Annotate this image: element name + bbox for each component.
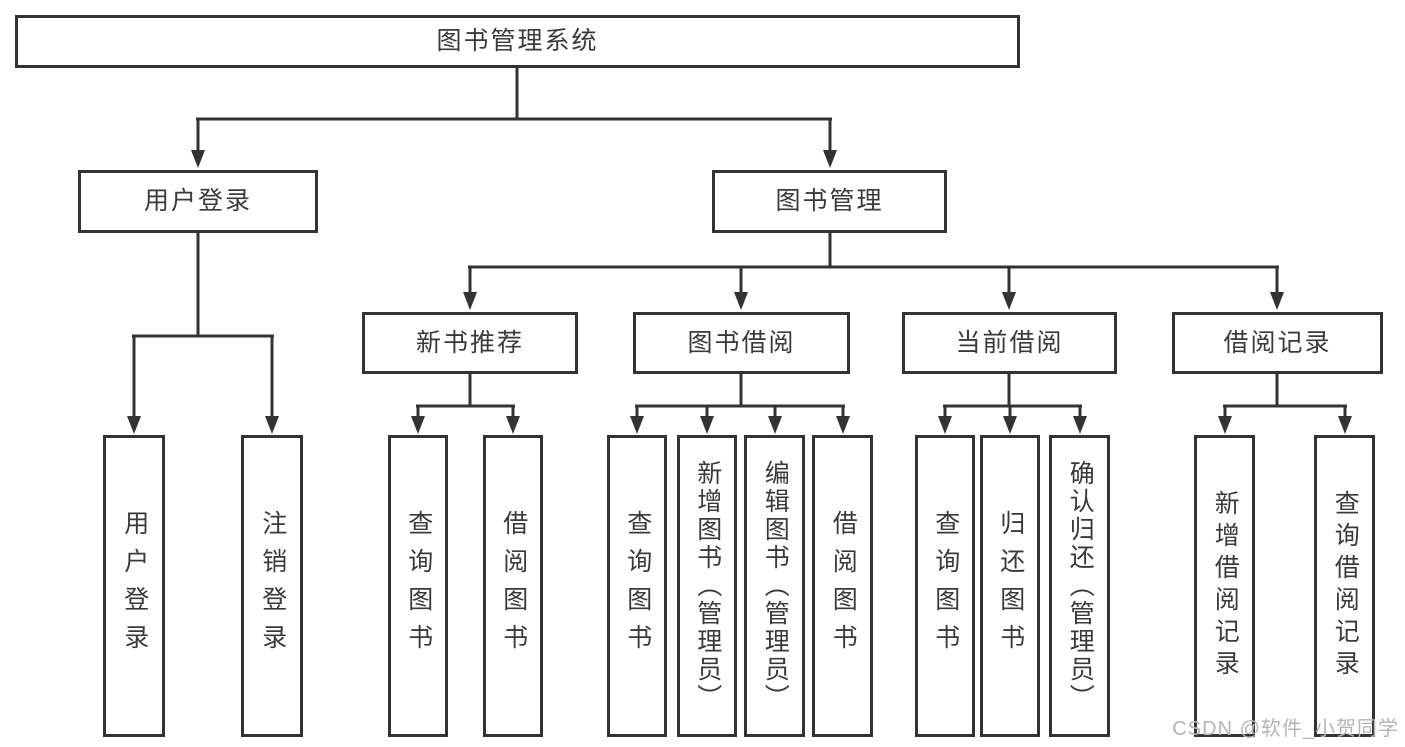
- leaf-borrow-books-recommend: 借阅图书: [483, 435, 543, 737]
- node-borrow-records: 借阅记录: [1172, 312, 1383, 374]
- leaf-add-book-admin: 新增图书（管理员）: [677, 435, 737, 737]
- node-new-book-recommend-label: 新书推荐: [415, 328, 524, 357]
- node-borrow-records-label: 借阅记录: [1223, 328, 1332, 357]
- leaf-add-borrow-record-label: 新增借阅记录: [1211, 490, 1240, 682]
- leaf-query-borrow-record: 查询借阅记录: [1314, 435, 1375, 737]
- leaf-user-login-label: 用户登录: [120, 510, 149, 662]
- connector-borrow-to-leaves: [630, 374, 850, 434]
- node-current-borrow: 当前借阅: [902, 312, 1117, 374]
- connector-records-to-leaves: [1218, 374, 1352, 434]
- leaf-query-books-borrow: 查询图书: [607, 435, 667, 737]
- leaf-query-books-recommend-label: 查询图书: [404, 510, 433, 662]
- connector-root-to-level2: [191, 68, 837, 168]
- connector-user-login-to-leaves: [127, 233, 279, 434]
- connector-current-to-leaves: [938, 374, 1087, 434]
- node-current-borrow-label: 当前借阅: [955, 328, 1064, 357]
- leaf-query-books-borrow-label: 查询图书: [623, 510, 652, 662]
- node-user-login-label: 用户登录: [143, 187, 252, 215]
- node-book-borrow-label: 图书借阅: [687, 328, 796, 357]
- leaf-borrow-books-borrow-label: 借阅图书: [829, 510, 858, 662]
- node-book-management-label: 图书管理: [775, 187, 884, 215]
- leaf-user-login: 用户登录: [103, 435, 165, 737]
- leaf-borrow-books-recommend-label: 借阅图书: [499, 510, 528, 662]
- leaf-add-borrow-record: 新增借阅记录: [1194, 435, 1255, 737]
- csdn-watermark: CSDN @软件_小贺同学: [1172, 718, 1399, 740]
- leaf-query-books-current-label: 查询图书: [931, 510, 960, 662]
- leaf-logout: 注销登录: [241, 435, 303, 737]
- node-user-login: 用户登录: [78, 170, 318, 233]
- leaf-borrow-books-borrow: 借阅图书: [812, 435, 873, 737]
- connector-book-management-to-level3: [463, 233, 1284, 310]
- node-book-management: 图书管理: [712, 170, 947, 233]
- leaf-query-books-recommend: 查询图书: [388, 435, 448, 737]
- leaf-query-books-current: 查询图书: [915, 435, 975, 737]
- leaf-return-book-label: 归还图书: [996, 510, 1025, 662]
- node-root-label: 图书管理系统: [436, 27, 599, 55]
- leaf-add-book-admin-label: 新增图书（管理员）: [693, 460, 722, 712]
- node-book-borrow: 图书借阅: [633, 312, 850, 374]
- connector-recommend-to-leaves: [411, 374, 520, 434]
- leaf-query-borrow-record-label: 查询借阅记录: [1331, 490, 1360, 682]
- leaf-return-book: 归还图书: [980, 435, 1040, 737]
- leaf-confirm-return-admin-label: 确认归还（管理员）: [1066, 460, 1095, 712]
- node-new-book-recommend: 新书推荐: [362, 312, 578, 374]
- leaf-logout-label: 注销登录: [258, 510, 287, 662]
- leaf-edit-book-admin: 编辑图书（管理员）: [744, 435, 805, 737]
- leaf-edit-book-admin-label: 编辑图书（管理员）: [761, 460, 790, 712]
- node-root: 图书管理系统: [15, 15, 1020, 68]
- leaf-confirm-return-admin: 确认归还（管理员）: [1049, 435, 1110, 737]
